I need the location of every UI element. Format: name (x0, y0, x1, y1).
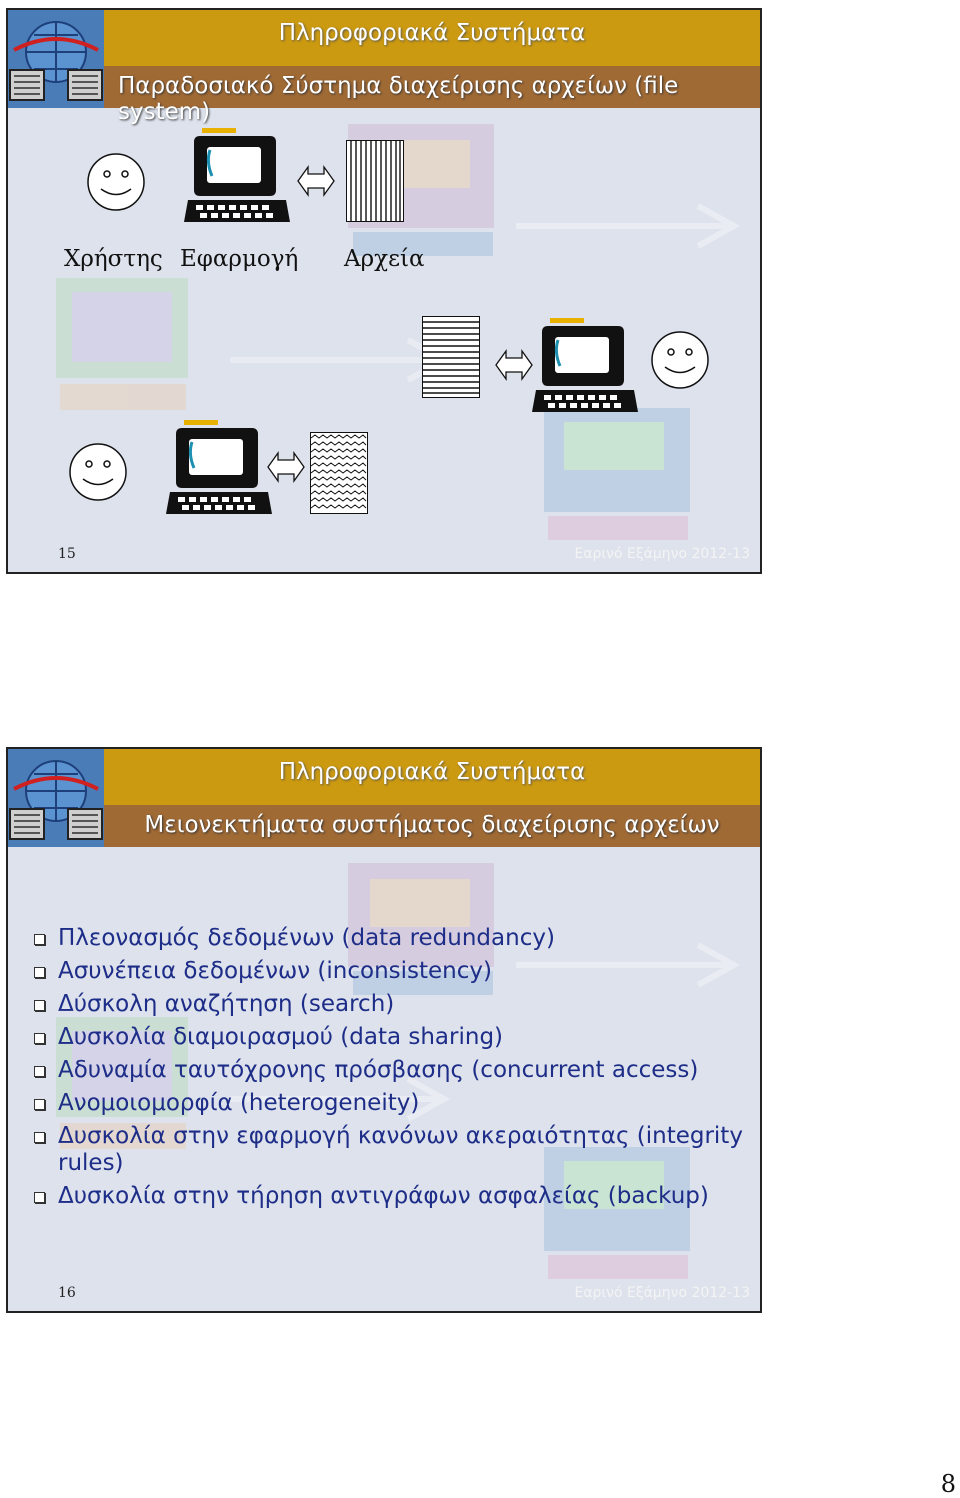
list-item: Δύσκολη αναζήτηση (search) (32, 991, 752, 1018)
title-bar (104, 749, 760, 805)
subtitle-bar (8, 66, 760, 108)
list-item: Αδυναμία ταυτόχρονης πρόσβασης (concurre… (32, 1057, 752, 1084)
bullet-square-icon (34, 934, 45, 945)
computer-icon (164, 418, 274, 518)
user-smiley-icon (650, 330, 710, 390)
slide-subtitle: Παραδοσιακό Σύστημα διαχείρισης αρχείων … (118, 73, 679, 125)
slide-15: Πληροφοριακά Συστήματα Παραδοσιακό Σύστη… (6, 8, 762, 574)
computer-icon (182, 126, 292, 226)
bullet-square-icon (34, 1192, 45, 1203)
bullet-square-icon (34, 1033, 45, 1044)
list-item: Ανομοιομορφία (heterogeneity) (32, 1090, 752, 1117)
slide-title: Πληροφοριακά Συστήματα (278, 20, 586, 46)
file-striped-vertical-icon (346, 140, 404, 222)
page-number: 8 (940, 1470, 956, 1498)
list-item: Δυσκολία διαμοιρασμού (data sharing) (32, 1024, 752, 1051)
globe-computers-logo-icon (8, 10, 104, 108)
list-item: Πλεονασμός δεδομένων (data redundancy) (32, 925, 752, 952)
slide-subtitle: Μειονεκτήματα συστήματος διαχείρισης αρχ… (144, 812, 720, 838)
label-user: Χρήστης (64, 246, 163, 272)
bullet-square-icon (34, 1099, 45, 1110)
disadvantages-list: Πλεονασμός δεδομένων (data redundancy) Α… (32, 925, 752, 1216)
file-striped-horizontal-icon (422, 316, 480, 398)
double-arrow-icon (296, 164, 336, 198)
semester-label: Εαρινό Εξάμηνο 2012-13 (574, 1285, 750, 1301)
list-item: Ασυνέπεια δεδομένων (inconsistency) (32, 958, 752, 985)
bullet-square-icon (34, 1066, 45, 1077)
label-files: Αρχεία (344, 246, 425, 272)
double-arrow-icon (494, 348, 534, 382)
file-zigzag-icon (310, 432, 368, 514)
bullet-square-icon (34, 967, 45, 978)
bullet-square-icon (34, 1132, 45, 1143)
slide-title: Πληροφοριακά Συστήματα (278, 759, 586, 785)
subtitle-bar (8, 805, 760, 847)
semester-label: Εαρινό Εξάμηνο 2012-13 (574, 546, 750, 562)
slide-number: 16 (58, 1285, 76, 1301)
computer-icon (530, 316, 640, 416)
title-bar (104, 10, 760, 66)
list-item: Δυσκολία στην τήρηση αντιγράφων ασφαλεία… (32, 1183, 752, 1210)
label-application: Εφαρμογή (180, 246, 299, 272)
double-arrow-icon (266, 450, 306, 484)
globe-computers-logo-icon (8, 749, 104, 847)
user-smiley-icon (86, 152, 146, 212)
slide-16: Πληροφοριακά Συστήματα Μειονεκτήματα συσ… (6, 747, 762, 1313)
list-item: Δυσκολία στην εφαρμογή κανόνων ακεραιότη… (32, 1123, 752, 1177)
bullet-square-icon (34, 1000, 45, 1011)
user-smiley-icon (68, 442, 128, 502)
slide-number: 15 (58, 546, 76, 562)
